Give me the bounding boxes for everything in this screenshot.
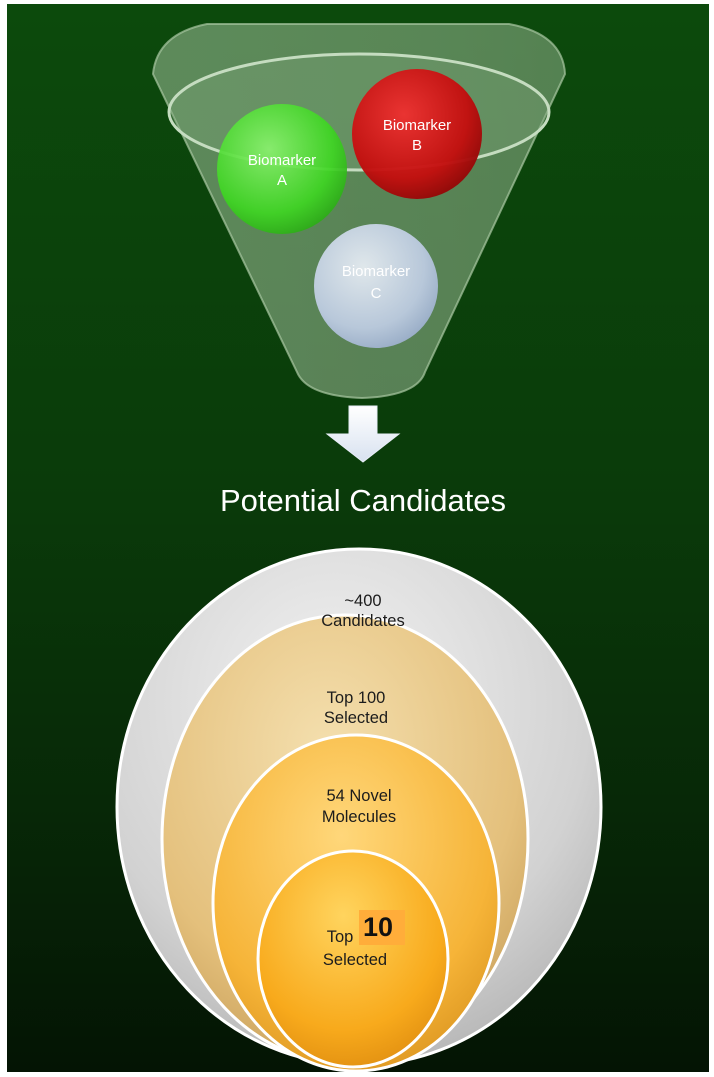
ring-10-label-line1: Top — [327, 928, 354, 946]
biomarker-c: Biomarker C — [314, 224, 438, 348]
top-10-highlight-number: 10 — [363, 912, 394, 942]
ring-100-label-line2: Selected — [324, 709, 388, 727]
biomarker-a: Biomarker A — [217, 104, 347, 234]
ring-400-label-line1: ~400 — [344, 592, 381, 610]
biomarker-a-circle — [217, 104, 347, 234]
ring-10-label-line2: Selected — [323, 951, 387, 969]
candidate-rings: ~400 Candidates Top 100 Selected 54 Nove… — [115, 547, 603, 1072]
biomarker-a-label-line1: Biomarker — [248, 152, 316, 169]
biomarker-c-circle — [314, 224, 438, 348]
ring-54-label-line2: Molecules — [322, 808, 396, 826]
diagram-canvas: Biomarker A Biomarker B Biomarker C Pote… — [7, 4, 709, 1072]
ring-100-label-line1: Top 100 — [327, 689, 386, 707]
biomarker-a-label-line2: A — [277, 172, 287, 189]
diagram-svg: Biomarker A Biomarker B Biomarker C Pote… — [115, 23, 603, 1072]
biomarker-c-label-line2: C — [371, 285, 382, 302]
biomarker-b: Biomarker B — [352, 69, 482, 199]
biomarker-b-label-line1: Biomarker — [383, 117, 451, 134]
down-arrow-icon — [325, 405, 401, 463]
biomarker-c-label-line1: Biomarker — [342, 263, 410, 280]
potential-candidates-title: Potential Candidates — [220, 483, 506, 518]
biomarker-b-circle — [352, 69, 482, 199]
ring-400-label-line2: Candidates — [321, 612, 404, 630]
biomarker-b-label-line2: B — [412, 137, 422, 154]
ring-54-label-line1: 54 Novel — [326, 787, 391, 805]
ring-top-10 — [256, 849, 450, 1069]
top-10-highlight-box — [359, 910, 405, 945]
